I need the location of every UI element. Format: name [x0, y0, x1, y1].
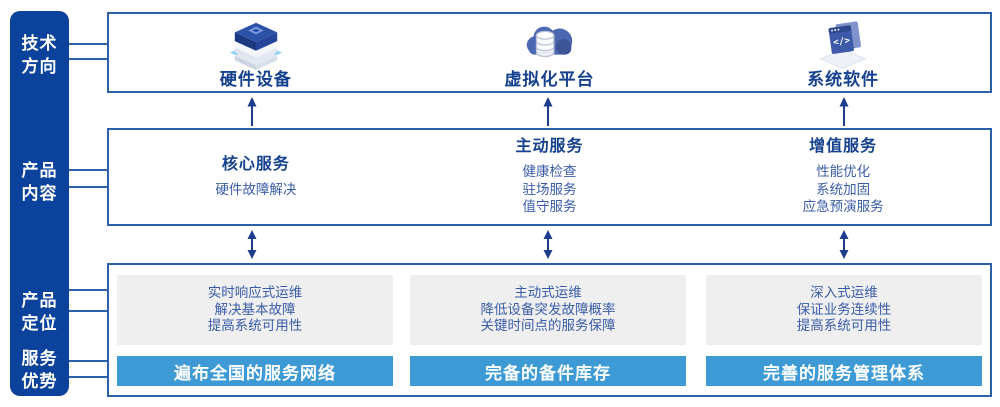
icon-wrap: </> — [815, 17, 871, 71]
position-panel: 实时响应式运维 解决基本故障 提高系统可用性 — [117, 275, 393, 345]
position-panel: 深入式运维 保证业务连续性 提高系统可用性 — [706, 275, 982, 345]
content-col-active-service: 主动服务 健康检查 驻场服务 值守服务 — [403, 130, 697, 224]
content-col-value-added-service: 增值服务 性能优化 系统加固 应急预演服务 — [696, 130, 990, 224]
sidebar: 技术 方向 产品 内容 产品 定位 服务 优势 — [10, 11, 69, 396]
double-arrow — [839, 230, 849, 259]
content-item: 系统加固 — [816, 181, 871, 197]
tech-label: 虚拟化平台 — [504, 70, 595, 89]
position-line: 解决基本故障 — [214, 301, 296, 317]
position-line: 保证业务连续性 — [796, 301, 892, 317]
position-col-deep: 深入式运维 保证业务连续性 提高系统可用性 完善的服务管理体系 — [706, 275, 982, 386]
tech-col-virtualization: 虚拟化平台 — [403, 14, 697, 91]
content-heading: 核心服务 — [221, 155, 290, 173]
position-line: 深入式运维 — [810, 285, 878, 301]
sidebar-item-product-content: 产品 内容 — [10, 159, 69, 205]
position-line: 主动式运维 — [514, 285, 582, 301]
icon-wrap — [227, 17, 285, 71]
sidebar-label-line: 技术 — [21, 34, 58, 53]
content-item: 健康检查 — [522, 164, 577, 180]
connector-line — [69, 58, 107, 60]
sidebar-label-line: 产品 — [21, 161, 58, 180]
sidebar-label-line: 产品 — [21, 291, 58, 310]
up-arrow — [543, 97, 553, 126]
tech-label: 系统软件 — [807, 70, 880, 89]
position-line: 提高系统可用性 — [207, 318, 303, 334]
connector-line — [69, 186, 107, 188]
content-item: 应急预演服务 — [802, 199, 884, 215]
server-stack-icon — [229, 22, 282, 71]
advantage-bar: 遍布全国的服务网络 — [117, 356, 393, 386]
sidebar-item-product-position: 产品 定位 — [10, 289, 69, 335]
content-item: 硬件故障解决 — [215, 181, 297, 197]
up-arrow — [247, 97, 257, 126]
content-col-core-service: 核心服务 硬件故障解决 — [109, 130, 403, 224]
tech-direction-box: 硬件设备 — [107, 12, 992, 93]
content-item: 值守服务 — [522, 199, 577, 215]
sidebar-label-line: 服务 — [21, 349, 58, 368]
connector-line — [69, 169, 107, 171]
sidebar-item-service-advantage: 服务 优势 — [10, 347, 69, 393]
tech-col-software: </> 系统软件 — [696, 14, 990, 91]
advantage-bar: 完备的备件库存 — [410, 356, 686, 386]
connector-line — [69, 43, 107, 45]
advantage-bar: 完善的服务管理体系 — [706, 356, 982, 386]
sidebar-label-line: 优势 — [21, 372, 58, 391]
double-arrow — [247, 230, 257, 259]
position-line: 实时响应式运维 — [207, 285, 303, 301]
double-arrow — [543, 230, 553, 259]
connector-line — [69, 310, 107, 312]
sidebar-item-tech-direction: 技术 方向 — [10, 32, 69, 78]
product-content-box: 核心服务 硬件故障解决 主动服务 健康检查 驻场服务 值守服务 增值服务 性能优… — [107, 128, 992, 226]
content-item: 性能优化 — [816, 164, 871, 180]
position-col-proactive: 主动式运维 降低设备突发故障概率 关键时间点的服务保障 完备的备件库存 — [410, 275, 686, 386]
code-glyph: </> — [833, 35, 852, 48]
sidebar-label-line: 定位 — [21, 314, 58, 333]
sidebar-label-line: 内容 — [21, 184, 58, 203]
cloud-database-icon — [526, 26, 572, 58]
content-heading: 主动服务 — [515, 138, 584, 156]
connector-line — [69, 360, 107, 362]
product-position-box: 实时响应式运维 解决基本故障 提高系统可用性 遍布全国的服务网络 主动式运维 降… — [107, 263, 992, 397]
position-col-realtime: 实时响应式运维 解决基本故障 提高系统可用性 遍布全国的服务网络 — [117, 275, 393, 386]
connector-line — [69, 289, 107, 291]
code-window-icon: </> — [819, 21, 867, 69]
connector-line — [69, 376, 107, 378]
tech-label: 硬件设备 — [219, 70, 292, 89]
position-line: 提高系统可用性 — [796, 318, 892, 334]
content-heading: 增值服务 — [809, 138, 878, 156]
sidebar-label-line: 方向 — [21, 57, 58, 76]
up-arrow — [839, 97, 849, 126]
position-line: 降低设备突发故障概率 — [480, 301, 616, 317]
icon-wrap — [521, 17, 579, 71]
position-panel: 主动式运维 降低设备突发故障概率 关键时间点的服务保障 — [410, 275, 686, 345]
tech-col-hardware: 硬件设备 — [109, 14, 403, 91]
position-line: 关键时间点的服务保障 — [480, 318, 616, 334]
content-item: 驻场服务 — [522, 181, 577, 197]
